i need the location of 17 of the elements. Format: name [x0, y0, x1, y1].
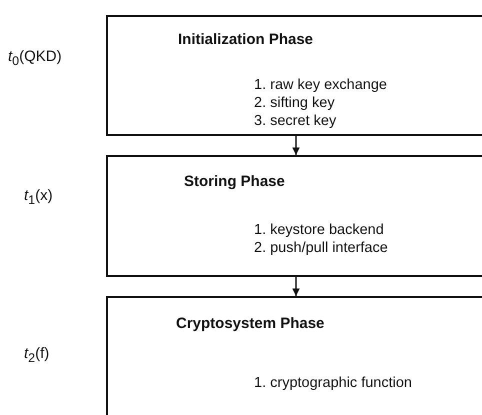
- phase-heading: Storing Phase: [184, 173, 285, 191]
- phase-box: [106, 15, 482, 136]
- list-item: 2. push/pull interface: [254, 239, 388, 257]
- list-item: 1. keystore backend: [254, 221, 384, 239]
- time-label: t$_{0}$(QKD): [8, 48, 62, 68]
- arrow: [292, 277, 300, 296]
- list-item: 1. raw key exchange: [254, 76, 387, 94]
- phase-box: [106, 296, 482, 415]
- list-item: 2. sifting key: [254, 94, 335, 112]
- list-item: 1. cryptographic function: [254, 374, 412, 392]
- phase-heading: Initialization Phase: [178, 31, 314, 49]
- list-item: 3. secret key: [254, 112, 336, 130]
- time-label: t$_{2}$(f): [24, 345, 50, 365]
- phase-heading: Cryptosystem Phase: [176, 315, 324, 333]
- arrow: [292, 136, 300, 155]
- phase-box: [106, 155, 482, 277]
- time-label: t$_{1}$(x): [24, 187, 53, 207]
